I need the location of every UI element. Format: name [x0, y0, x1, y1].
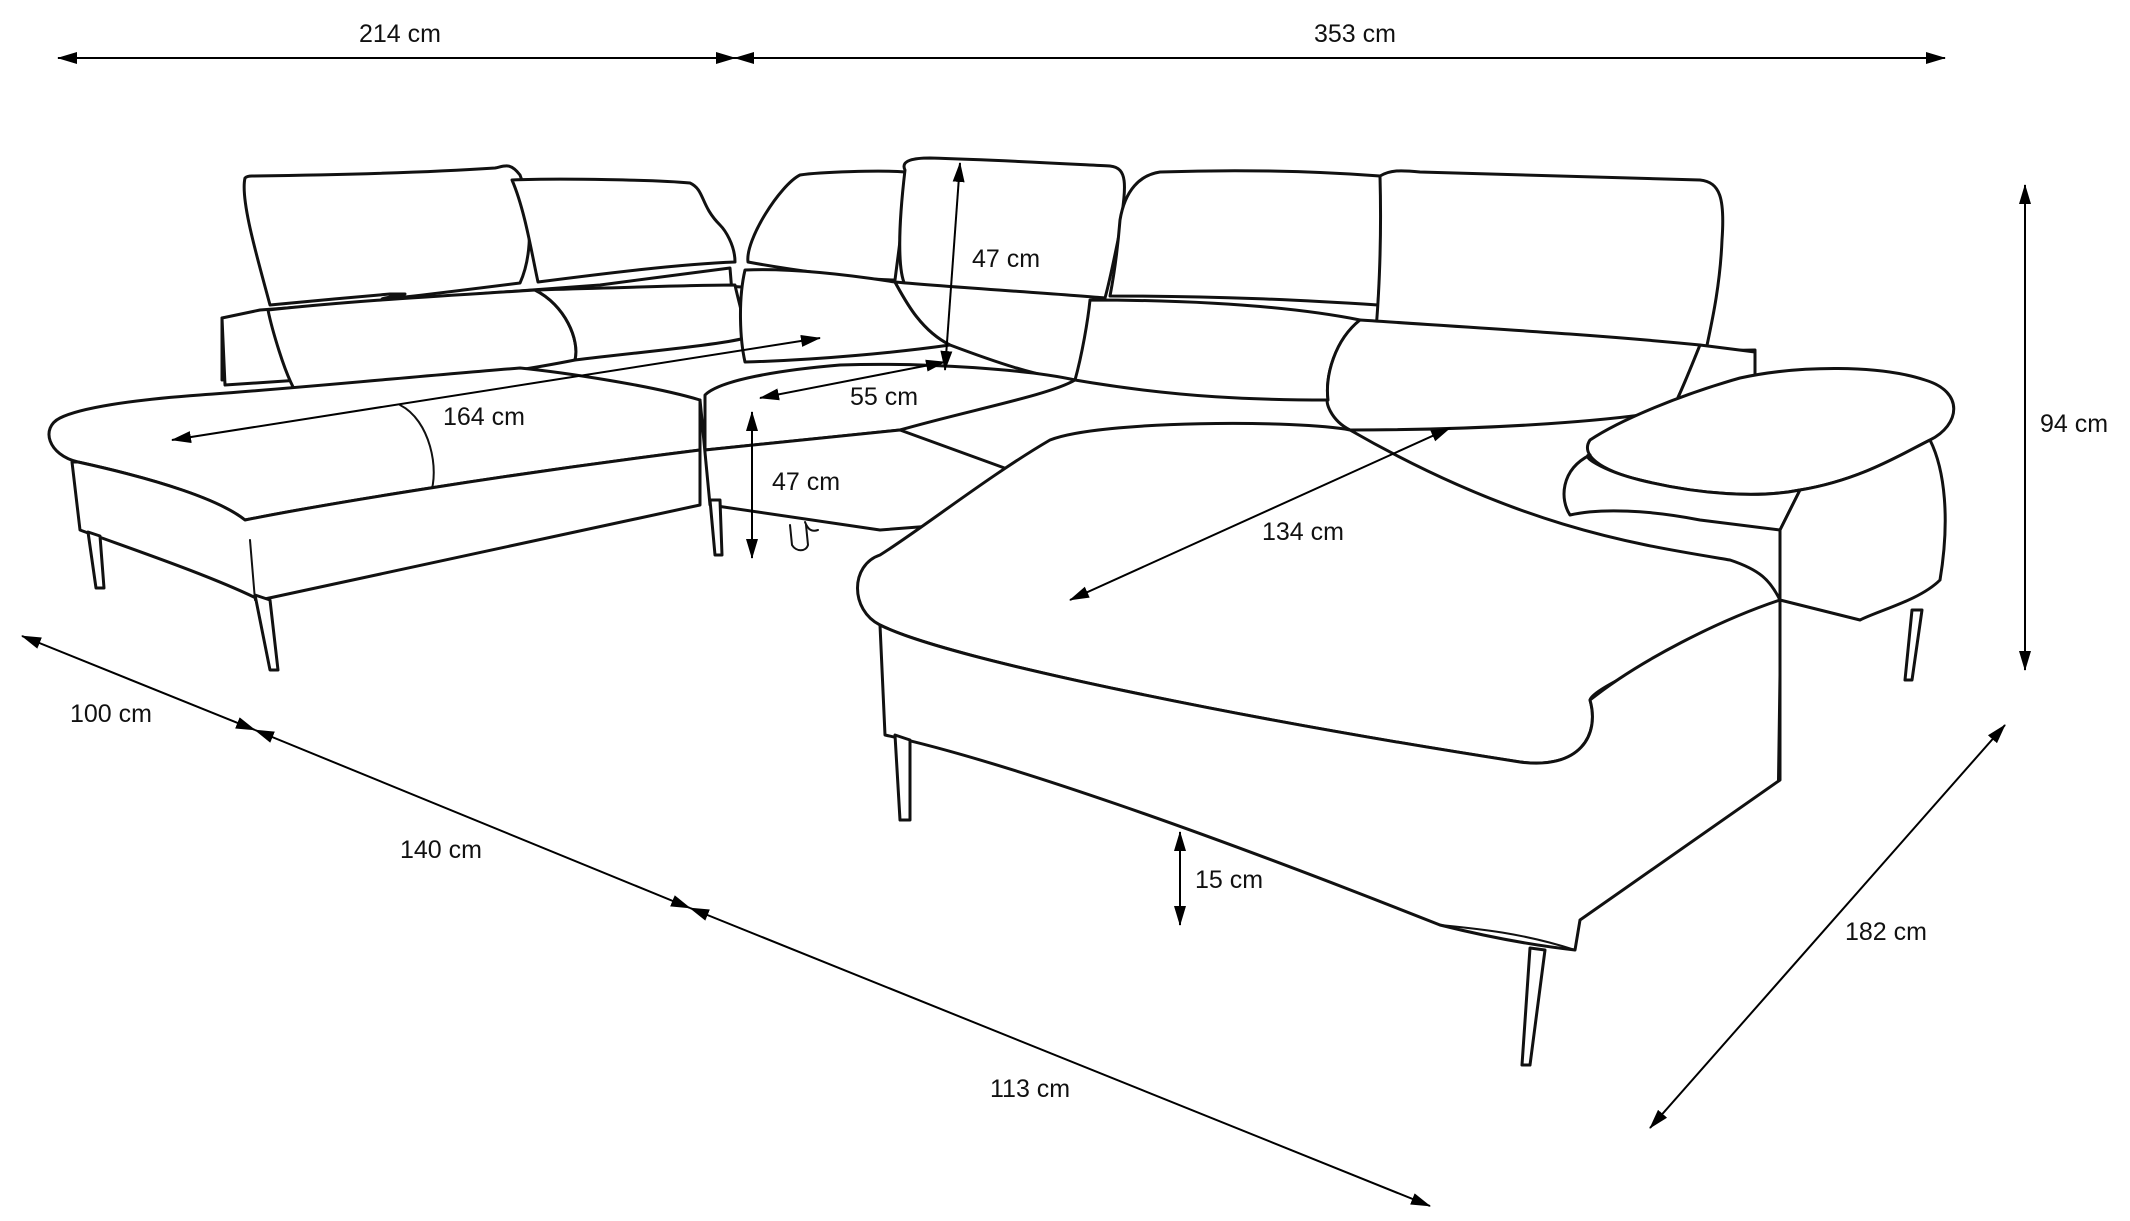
- right-arm-front: [1778, 438, 1947, 622]
- dim-right-depth-line: [1649, 724, 2006, 1129]
- left-leg-2: [253, 593, 280, 672]
- dim-right-chaise-line: [1069, 427, 1451, 601]
- corner-seam: [704, 449, 711, 506]
- dim-front-line: [689, 907, 1431, 1207]
- right-headrest-1: [1108, 169, 1384, 307]
- label-headrest-height: 47 cm: [972, 245, 1040, 273]
- corner-headrest-center: [898, 156, 1126, 300]
- right-leg-2: [1520, 946, 1547, 1067]
- label-seat-height: 47 cm: [772, 468, 840, 496]
- dimension-labels: 214 cm 353 cm 94 cm 47 cm 164 cm 55 cm 4…: [70, 20, 2108, 1103]
- dim-left-depth-line: [21, 635, 256, 731]
- label-leg-clearance: 15 cm: [1195, 866, 1263, 894]
- dim-headrest-line: [940, 162, 965, 371]
- dimension-lines: [21, 52, 2031, 1207]
- right-leg-1: [893, 733, 912, 822]
- label-seat-depth: 55 cm: [850, 383, 918, 411]
- corner-leg: [708, 498, 724, 557]
- dim-left-side-line: [254, 729, 691, 909]
- right-arm-leg: [1903, 608, 1924, 682]
- right-chaise-base-rail: [1439, 924, 1576, 951]
- left-chaise-base: [70, 448, 702, 602]
- label-left-side-length: 140 cm: [400, 836, 482, 864]
- label-left-depth: 100 cm: [70, 700, 152, 728]
- sofa-drawing: [47, 156, 1956, 1067]
- left-headrest-2: [510, 177, 737, 284]
- right-back-cushion-2: [1325, 318, 1702, 432]
- left-leg-1: [86, 530, 106, 590]
- corner-drawer-handle-2: [804, 521, 819, 532]
- label-front-length: 113 cm: [990, 1075, 1070, 1103]
- label-right-depth: 182 cm: [1845, 918, 1927, 946]
- label-top-left-width: 214 cm: [359, 20, 441, 48]
- right-chaise-base: [878, 598, 1782, 952]
- corner-headrest-left: [746, 169, 907, 282]
- corner-drawer-handle: [789, 524, 809, 552]
- label-right-chaise-length: 134 cm: [1262, 518, 1344, 546]
- dim-seat-depth-line: [759, 359, 946, 401]
- label-left-chaise-length: 164 cm: [443, 403, 525, 431]
- right-back-cushion-1: [1073, 298, 1362, 402]
- dim-left-chaise-line: [171, 335, 821, 443]
- label-top-right-width: 353 cm: [1314, 20, 1396, 48]
- left-headrest-1: [242, 164, 531, 307]
- label-overall-height: 94 cm: [2040, 410, 2108, 438]
- left-chaise-base-seam: [249, 539, 256, 601]
